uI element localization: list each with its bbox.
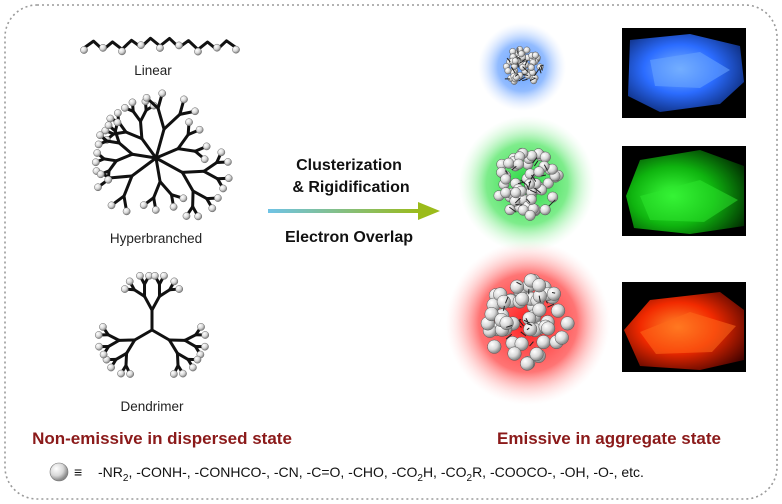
red-emission-photo: [622, 282, 746, 372]
rigidification-label: & Rigidification: [292, 179, 409, 196]
green-emission-photo: [622, 146, 746, 236]
equivalence-symbol: ≡: [74, 464, 82, 480]
dendrimer-label: Dendrimer: [120, 399, 184, 414]
clusterization-label: Clusterization: [296, 157, 402, 174]
dendrimer-structure: [94, 271, 210, 378]
green-cluster: [493, 147, 564, 221]
non-emissive-label: Non-emissive in dispersed state: [32, 429, 292, 448]
transition-arrow-head: [418, 202, 440, 220]
linear-polymer-structure: [80, 36, 240, 56]
blue-cluster: [502, 46, 544, 85]
dotted-border: [4, 4, 778, 500]
red-cluster: [480, 273, 575, 371]
transition-arrow-shaft: [268, 209, 420, 213]
hyperbranched-label: Hyperbranched: [110, 231, 202, 246]
functional-groups-legend: -NR2, -CONH-, -CONHCO-, -CN, -C=O, -CHO,…: [98, 464, 644, 484]
electron-overlap-label: Electron Overlap: [285, 229, 413, 246]
hyperbranched-polymer-structure: [91, 89, 233, 221]
functional-group-ball-icon: [49, 462, 69, 482]
blue-emission-photo: [622, 28, 746, 118]
linear-label: Linear: [134, 63, 172, 78]
emissive-label: Emissive in aggregate state: [497, 429, 721, 448]
